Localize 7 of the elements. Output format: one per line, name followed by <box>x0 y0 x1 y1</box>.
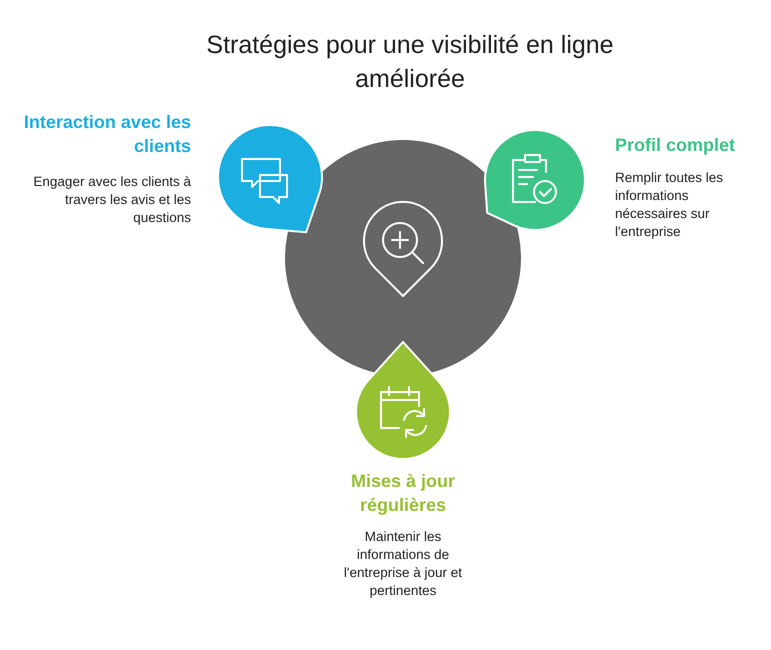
heading: Mises à jour régulières <box>350 470 456 517</box>
description: Engager avec les clients à travers les avis et les questions <box>32 173 191 227</box>
heading: Interaction avec les clients <box>22 111 191 158</box>
description: Maintenir les informations de l'entreprise à jour et pertinentes <box>342 528 464 600</box>
description: Remplir toutes les informations nécessaires sur l'entreprise <box>615 169 724 241</box>
title: Stratégies pour une visibilité en ligne améliorée <box>205 30 615 95</box>
heading: Profil complet <box>615 134 736 157</box>
